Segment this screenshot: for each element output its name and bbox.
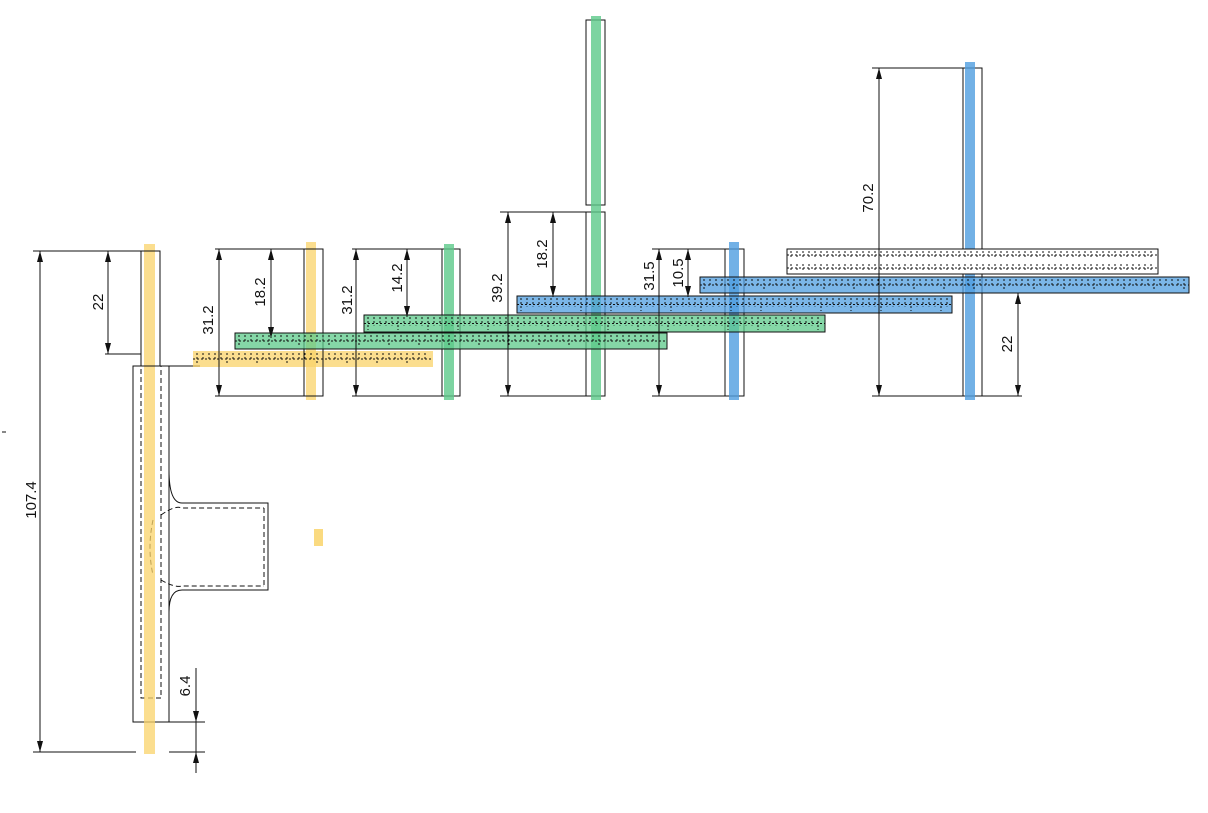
blue-marker-2: [965, 62, 975, 400]
dimension-group-1: 31.2 18.2: [200, 248, 304, 397]
rail-hatching: [193, 251, 1189, 365]
yellow-marker-2: [306, 242, 316, 400]
dimension-top-offset: 22: [90, 250, 141, 355]
yellow-marker-small: [314, 529, 323, 546]
dimension-group-5: 70.2 22: [860, 67, 1022, 397]
green-marker-2: [591, 16, 601, 400]
dimension-label-2-inner: 14.2: [389, 263, 406, 292]
dimension-bottom-tab: 6.4: [169, 668, 205, 773]
dimension-group-4: 31.5 10.5: [641, 248, 725, 397]
yellow-marker-main: [144, 244, 155, 754]
dimension-group-2: 31.2 14.2: [339, 248, 442, 397]
dimension-label-4-inner: 10.5: [670, 258, 687, 287]
dimension-label-bottom-tab: 6.4: [177, 676, 194, 697]
dimension-label-3-outer: 39.2: [489, 273, 506, 302]
dimension-label-3-inner: 18.2: [534, 239, 551, 268]
dimension-group-3: 39.2 18.2: [489, 211, 586, 397]
dimension-label-1-inner: 18.2: [252, 277, 269, 306]
dimension-label-2-outer: 31.2: [339, 285, 356, 314]
dimension-label-1-outer: 31.2: [200, 305, 217, 334]
dimension-label-total: 107.4: [23, 481, 40, 519]
dimension-total-height: 107.4: [23, 250, 136, 753]
dimension-label-4-outer: 31.5: [641, 261, 658, 290]
rails: [234, 248, 1190, 350]
dimension-label-5-right: 22: [999, 336, 1016, 353]
dimension-label-5-outer: 70.2: [860, 183, 877, 212]
dimension-label-top-offset: 22: [90, 294, 107, 311]
